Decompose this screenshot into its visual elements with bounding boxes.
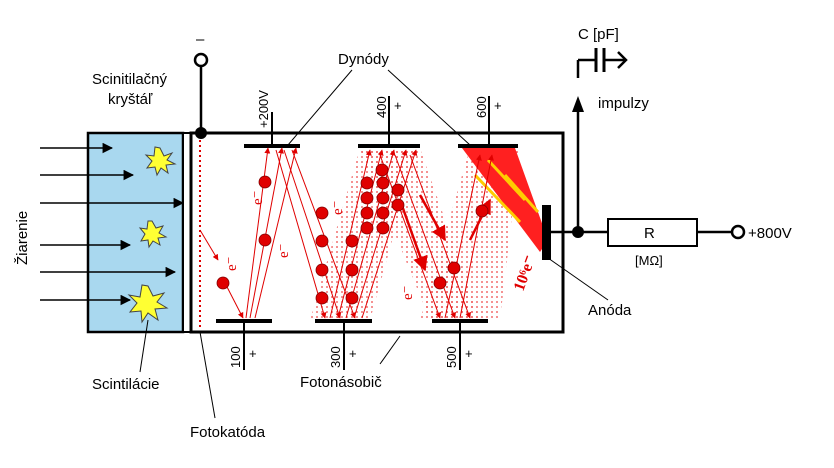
dynode-300 bbox=[315, 319, 372, 370]
resistor-unit-label: [MΩ] bbox=[635, 253, 663, 268]
anode-beam-arrows bbox=[473, 158, 540, 224]
photomultiplier-label: Fotonásobič bbox=[300, 374, 382, 391]
dynode-bottom-sign: + bbox=[349, 346, 357, 361]
dynode-200 bbox=[244, 112, 300, 148]
pulses-label: impulzy bbox=[598, 95, 649, 112]
dynode-500 bbox=[432, 319, 488, 370]
dynode-top-sign: + bbox=[494, 98, 502, 113]
supply-terminal bbox=[730, 224, 746, 240]
label-leader-lines bbox=[139, 69, 609, 419]
anode-beam bbox=[462, 148, 548, 252]
dynode-100 bbox=[216, 319, 272, 370]
radiation-arrows bbox=[40, 142, 185, 306]
output-circuit bbox=[199, 58, 732, 234]
dynode-bottom-voltage: 300 bbox=[328, 346, 343, 368]
pulse-arrow bbox=[572, 96, 584, 112]
dynode-bottom-sign: + bbox=[249, 346, 257, 361]
crystal-label-line1: Scinitilačný bbox=[92, 71, 168, 88]
crystal-label-line2: kryštáľ bbox=[108, 91, 153, 108]
scintillation-flashes bbox=[127, 146, 177, 324]
dynode-top-sign: + bbox=[394, 98, 402, 113]
cathode-terminal-label: – bbox=[196, 31, 205, 48]
cathode-terminal bbox=[193, 52, 209, 68]
scintillations-label: Scintilácie bbox=[92, 376, 160, 393]
electrons bbox=[216, 163, 489, 305]
electron-label: e⁻ bbox=[330, 200, 346, 215]
electron-label: e⁻ bbox=[224, 256, 240, 271]
dynode-bottom-voltage: 100 bbox=[228, 346, 243, 368]
dynode-top-voltage: 400 bbox=[374, 96, 389, 118]
capacitor bbox=[594, 48, 606, 72]
dynode-400 bbox=[358, 96, 420, 148]
dynode-top-voltage: 600 bbox=[474, 96, 489, 118]
capacitor-label: C [pF] bbox=[578, 26, 619, 43]
electron-label: e⁻ bbox=[400, 285, 416, 300]
dynode-top-voltage: +200V bbox=[256, 90, 271, 128]
anode-label: Anóda bbox=[588, 302, 632, 319]
resistor bbox=[607, 218, 698, 247]
photocathode-label: Fotokatóda bbox=[190, 424, 266, 441]
dynode-bottom-sign: + bbox=[465, 346, 473, 361]
cathode-junction bbox=[195, 127, 207, 139]
electron-label: e⁻ bbox=[276, 243, 292, 258]
capacitor-output-arrow bbox=[617, 51, 628, 69]
dynodes-label: Dynódy bbox=[338, 51, 389, 68]
anode bbox=[542, 205, 551, 260]
radiation-label: Žiarenie bbox=[14, 211, 31, 265]
resistor-label: R bbox=[644, 225, 655, 242]
dynode-bottom-voltage: 500 bbox=[444, 346, 459, 368]
supply-label: +800V bbox=[748, 225, 792, 242]
dynode-600 bbox=[458, 96, 518, 148]
anode-junction bbox=[572, 226, 584, 238]
electron-label: e⁻ bbox=[250, 190, 266, 205]
